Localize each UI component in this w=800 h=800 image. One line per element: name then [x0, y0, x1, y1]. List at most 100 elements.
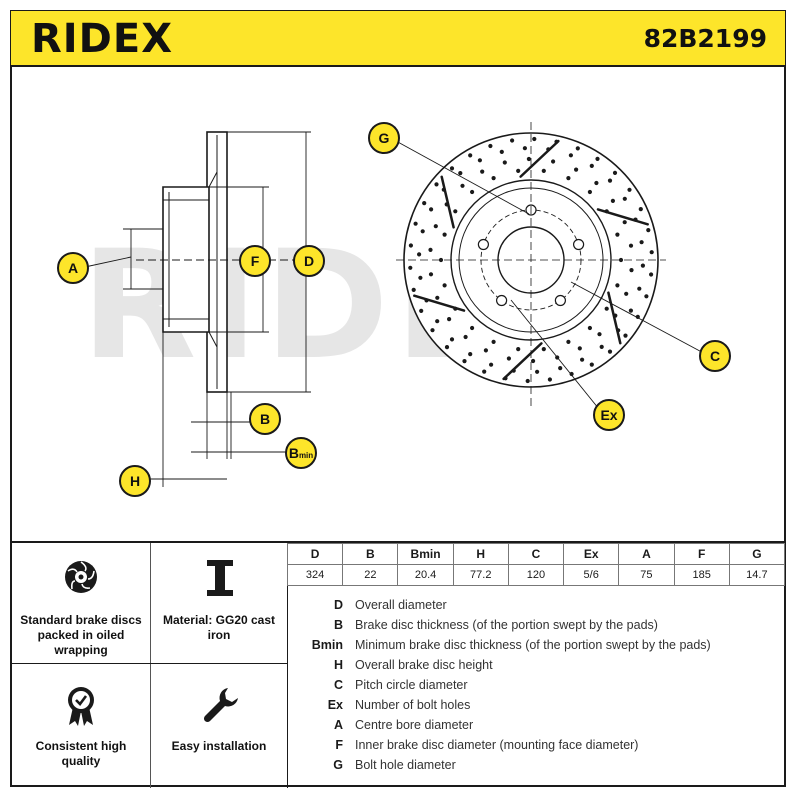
drill-hole — [460, 183, 465, 188]
callout-d: D — [293, 245, 325, 277]
drill-hole — [447, 317, 452, 322]
drill-hole — [568, 153, 574, 158]
wrench-icon — [201, 685, 241, 730]
drill-hole — [435, 319, 440, 324]
spec-value: 75 — [618, 564, 675, 586]
drill-hole — [488, 143, 493, 149]
callout-c: C — [699, 340, 731, 372]
legend-code: Ex — [327, 698, 343, 712]
legend-code: H — [333, 658, 343, 672]
drill-hole — [589, 362, 594, 367]
disc-slot — [440, 175, 455, 229]
feature-label-quality: Consistent high quality — [35, 739, 127, 768]
drill-hole — [612, 170, 618, 175]
drill-hole — [624, 291, 629, 296]
drill-hole — [463, 334, 468, 340]
feature-label-material: Material: GG20 cast iron — [162, 613, 276, 642]
drill-hole — [646, 228, 651, 233]
drill-hole — [435, 295, 440, 300]
legend-code: B — [333, 618, 343, 632]
drill-hole — [433, 224, 438, 229]
header-bar: RIDEX 82B2199 — [11, 11, 785, 67]
legend-code: A — [333, 718, 343, 732]
part-number: 82B2199 — [643, 24, 767, 53]
drill-hole — [420, 229, 425, 234]
legend-row: Ex Number of bolt holes — [287, 695, 785, 715]
spec-value: 185 — [673, 564, 730, 586]
callout-a: A — [57, 252, 89, 284]
disc-slots — [413, 139, 649, 381]
divider — [150, 543, 151, 788]
drill-hole — [491, 339, 496, 344]
legend-code: C — [333, 678, 343, 692]
spec-value: 324 — [286, 564, 344, 586]
spec-header: D — [286, 543, 344, 565]
drill-hole — [422, 201, 427, 206]
drill-hole — [506, 356, 511, 361]
drill-hole — [525, 378, 530, 384]
drill-hole — [587, 189, 593, 195]
drill-hole — [594, 180, 599, 186]
drill-hole — [569, 371, 574, 377]
info-panel: Standard brake discs packed in oiled wra… — [11, 541, 786, 788]
drill-hole — [480, 169, 485, 174]
spec-header: H — [452, 543, 509, 565]
callout-bmin: Bmin — [285, 437, 317, 469]
legend-row: F Inner brake disc diameter (mounting fac… — [287, 735, 785, 755]
drill-hole — [551, 159, 556, 164]
disc-slot — [413, 294, 466, 312]
drill-hole — [610, 198, 616, 203]
drill-hole — [408, 243, 413, 248]
legend-row: H Overall brake disc height — [287, 655, 785, 675]
drill-hole — [649, 250, 654, 255]
disc-slot — [596, 208, 649, 226]
drill-hole — [638, 207, 643, 212]
callout-bmin-sub: min — [298, 451, 314, 460]
drill-hole — [575, 146, 580, 151]
spec-table-header-row: D B Bmin H C Ex A F G — [286, 543, 786, 565]
drill-hole — [491, 176, 496, 181]
spec-value: 14.7 — [728, 564, 786, 586]
drill-hole — [449, 337, 455, 342]
callout-h: H — [119, 465, 151, 497]
drill-hole — [618, 257, 624, 263]
callout-bmin-main: B — [288, 445, 299, 461]
legend-desc: Brake disc thickness (of the portion swe… — [355, 618, 658, 632]
legend-desc: Number of bolt holes — [355, 698, 471, 712]
drill-hole — [449, 166, 455, 171]
legend-desc: Overall diameter — [355, 598, 447, 612]
drill-hole — [566, 339, 571, 344]
legend-code: F — [335, 738, 343, 752]
drill-hole — [442, 232, 447, 237]
drill-hole — [622, 196, 627, 201]
drill-hole — [444, 345, 450, 350]
drill-hole — [462, 359, 467, 364]
callout-f: F — [239, 245, 271, 277]
drill-hole — [644, 294, 649, 299]
drill-hole — [587, 325, 593, 331]
spec-value: 20.4 — [397, 564, 454, 586]
callout-ex: Ex — [593, 399, 625, 431]
legend-desc: Inner brake disc diameter (mounting face… — [355, 738, 639, 752]
brake-disc-icon — [63, 559, 99, 600]
bolt-holes — [477, 204, 585, 307]
drill-hole — [408, 265, 413, 270]
drill-hole — [413, 221, 418, 226]
spec-table-value-row: 324 22 20.4 77.2 120 5/6 75 185 14.7 — [286, 564, 786, 586]
legend-code: Bmin — [311, 638, 343, 652]
callout-g: G — [368, 122, 400, 154]
drill-hole — [595, 156, 600, 161]
bolt-hole — [477, 238, 489, 251]
i-beam-icon — [203, 559, 237, 602]
legend-desc: Overall brake disc height — [355, 658, 493, 672]
technical-drawing: RIDEX — [11, 67, 785, 543]
disc-slot — [502, 342, 543, 381]
drill-hole — [417, 252, 422, 257]
drill-hole — [499, 149, 504, 154]
drill-hole — [428, 272, 434, 277]
disc-slot — [607, 291, 622, 345]
